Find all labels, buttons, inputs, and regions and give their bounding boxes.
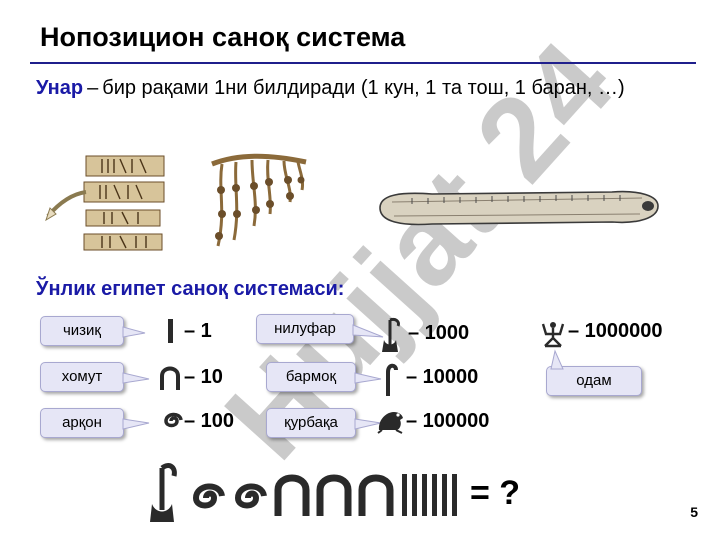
value-hobble: – 10 <box>184 366 223 388</box>
value-rope-coil: – 100 <box>184 410 235 432</box>
page-number: 5 <box>690 504 698 520</box>
value-lotus: – 1000 <box>408 322 470 344</box>
label-frog-text: қурбақа <box>284 414 338 431</box>
label-rope-coil: арқон <box>40 408 150 438</box>
label-hobble-text: хомут <box>61 368 103 385</box>
slide-title: Нопозицион саноқ система <box>40 22 406 52</box>
label-stroke: чизиқ <box>40 316 146 346</box>
label-man: одам <box>546 349 642 396</box>
man-icon <box>541 322 565 348</box>
value-stroke: – 1 <box>184 320 212 342</box>
value-finger: – 10000 <box>406 366 479 388</box>
knotted-cords-icon <box>211 153 307 247</box>
label-lotus-text: нилуфар <box>274 320 336 337</box>
label-hobble: хомут <box>40 362 150 392</box>
tally-sticks-icon <box>45 155 165 251</box>
label-man-text: одам <box>576 372 612 389</box>
label-lotus: нилуфар <box>256 314 384 344</box>
unar-term: Унар <box>36 77 84 99</box>
lotus-icon <box>382 318 400 352</box>
stroke-icon <box>168 319 173 343</box>
value-frog: – 100000 <box>406 410 490 432</box>
label-frog: қурбақа <box>266 408 382 438</box>
value-man: – 1000000 <box>568 320 663 342</box>
finger-icon <box>386 363 398 396</box>
label-finger: бармоқ <box>266 362 382 392</box>
rope-coil-icon <box>164 412 183 428</box>
label-finger-text: бармоқ <box>285 368 337 385</box>
egypt-heading: Ўнлик египет саноқ системаси: <box>36 278 345 300</box>
hieroglyph-number-icon <box>150 463 457 522</box>
frog-icon <box>377 412 403 434</box>
unar-text: бир рақами 1ни билдиради (1 кун, 1 та то… <box>102 77 625 99</box>
unar-definition: Унар–бир рақами 1ни билдиради (1 кун, 1 … <box>36 75 676 102</box>
notched-bone-icon <box>379 190 659 226</box>
label-rope-coil-text: арқон <box>62 414 102 431</box>
hobble-icon <box>160 366 180 390</box>
label-stroke-text: чизиқ <box>62 322 101 339</box>
unar-dash: – <box>87 77 99 99</box>
title-rule <box>30 62 696 64</box>
question-mark: = ? <box>470 474 521 512</box>
